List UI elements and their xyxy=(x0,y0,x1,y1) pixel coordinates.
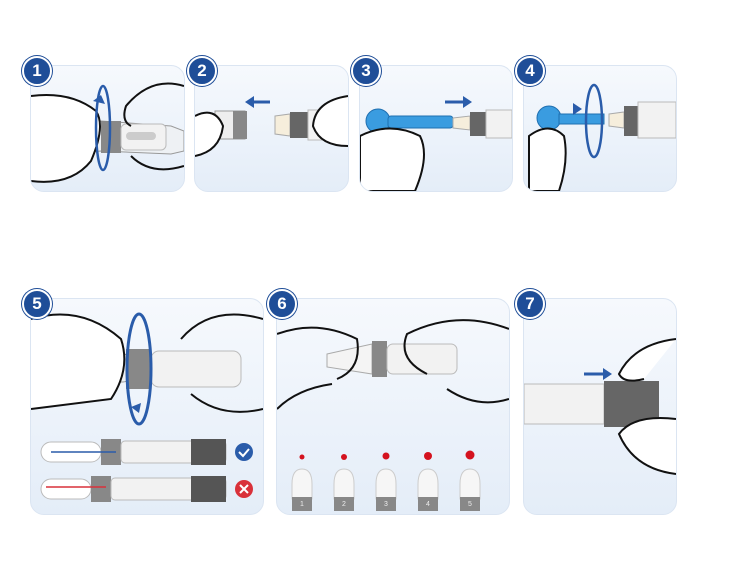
depth-caps xyxy=(291,450,481,511)
step-1-illustration xyxy=(31,82,184,183)
step-2-illustration xyxy=(195,95,348,157)
step-badge: 2 xyxy=(187,56,217,86)
step-4-panel xyxy=(523,65,677,192)
depth-label: 4 xyxy=(426,501,430,508)
step-6-panel: 1 2 3 4 5 xyxy=(276,298,510,515)
step-badge: 5 xyxy=(22,289,52,319)
step-5-panel xyxy=(30,298,264,515)
check-icon xyxy=(235,443,253,461)
depth-label: 5 xyxy=(468,501,472,508)
step-badge: 1 xyxy=(22,56,52,86)
step-badge: 4 xyxy=(515,56,545,86)
step-6-illustration xyxy=(277,319,509,511)
step-3-panel xyxy=(359,65,513,192)
step-badge: 3 xyxy=(351,56,381,86)
depth-label: 1 xyxy=(300,501,304,508)
correct-pen xyxy=(40,439,227,465)
step-5-illustration xyxy=(31,312,263,502)
step-badge: 6 xyxy=(267,289,297,319)
depth-label: 2 xyxy=(342,501,346,508)
step-3-illustration xyxy=(360,96,512,191)
step-4-illustration xyxy=(528,83,676,191)
step-badge: 7 xyxy=(515,289,545,319)
step-7-panel xyxy=(523,298,677,515)
step-2-panel xyxy=(194,65,349,192)
depth-label: 3 xyxy=(384,501,388,508)
wrong-pen xyxy=(40,476,227,502)
step-7-illustration xyxy=(524,338,676,475)
step-1-panel xyxy=(30,65,185,192)
